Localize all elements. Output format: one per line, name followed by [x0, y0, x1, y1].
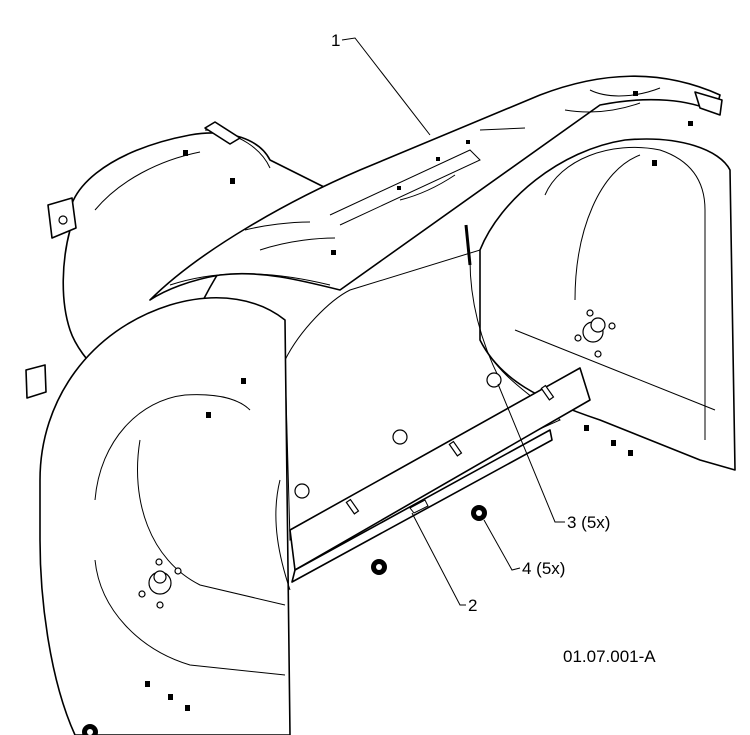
- callout-3: 3 (5x): [567, 513, 610, 532]
- scraper-bar: [289, 367, 591, 583]
- leader-lines: [341, 37, 565, 606]
- callout-1: 1: [331, 31, 340, 50]
- callout-2: 2: [468, 596, 477, 615]
- figure-code: 01.07.001-A: [563, 647, 656, 666]
- top-cross-plate: [149, 75, 723, 301]
- left-side-plate: [39, 296, 291, 735]
- nuts: [82, 505, 487, 735]
- scraper-slots: [345, 384, 555, 515]
- callout-4: 4 (5x): [522, 559, 565, 578]
